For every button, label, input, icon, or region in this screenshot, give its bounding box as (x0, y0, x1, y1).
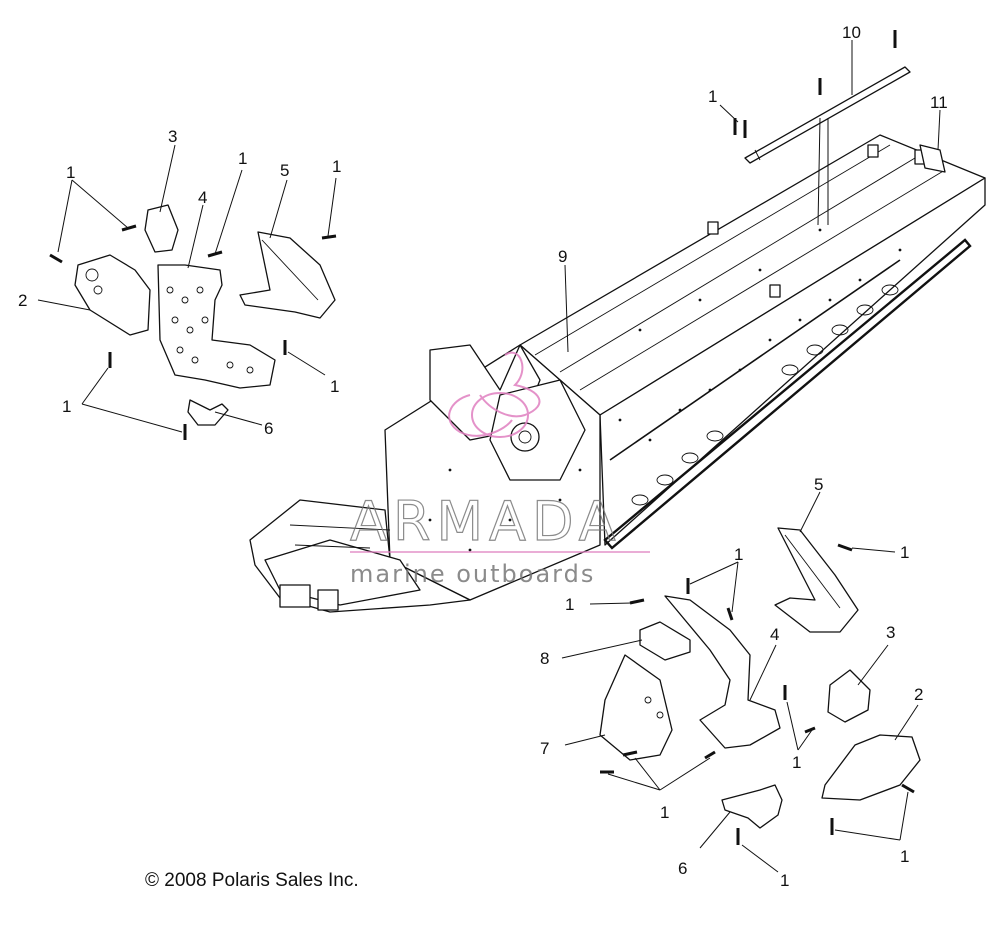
part-7 (599, 654, 673, 761)
callout-1: 1 (734, 545, 743, 564)
callout-3: 3 (886, 623, 895, 642)
callout-1: 1 (565, 595, 574, 614)
part-4-right (664, 595, 781, 749)
callout-1: 1 (660, 803, 669, 822)
callout-9: 9 (558, 247, 567, 266)
leader-lines (37, 40, 941, 873)
part-2-right (821, 734, 921, 801)
part-11-rear-bracket (919, 144, 946, 173)
callout-labels: 1 1 1 1 1 1 1 1 1 1 1 1 1 1 2 2 3 3 4 4 … (18, 23, 948, 890)
callout-1: 1 (330, 377, 339, 396)
armada-logo-icon (448, 351, 541, 438)
chassis-tunnel (249, 134, 986, 613)
callout-1: 1 (900, 543, 909, 562)
fasteners-right (600, 30, 915, 845)
callout-4: 4 (198, 188, 207, 207)
part-4-left (157, 264, 276, 389)
part-5-right (774, 527, 859, 633)
watermark-tagline: marine outboards (350, 560, 595, 588)
part-6-right (721, 784, 783, 829)
callout-1: 1 (780, 871, 789, 890)
callout-5: 5 (814, 475, 823, 494)
callout-11: 11 (930, 93, 948, 112)
rivet-pattern (428, 228, 902, 552)
callout-1: 1 (238, 149, 247, 168)
part-2-left (74, 254, 151, 336)
part-6-left (187, 399, 229, 426)
callout-2: 2 (18, 291, 27, 310)
callout-1: 1 (66, 163, 75, 182)
callout-6: 6 (264, 419, 273, 438)
callout-8: 8 (540, 649, 549, 668)
part-5-left (239, 231, 336, 319)
copyright-notice: © 2008 Polaris Sales Inc. (145, 870, 359, 891)
callout-7: 7 (540, 739, 549, 758)
callout-10: 10 (842, 23, 861, 42)
armada-watermark: ARMADA marine outboards (349, 351, 650, 588)
callout-1: 1 (62, 397, 71, 416)
part-10-rail-strip (744, 66, 911, 164)
callout-2: 2 (914, 685, 923, 704)
callout-6: 6 (678, 859, 687, 878)
callout-5: 5 (280, 161, 289, 180)
part-3-left (144, 204, 179, 253)
callout-1: 1 (708, 87, 717, 106)
callout-1: 1 (792, 753, 801, 772)
callout-3: 3 (168, 127, 177, 146)
part-8 (639, 621, 691, 661)
callout-1: 1 (332, 157, 341, 176)
callout-4: 4 (770, 625, 779, 644)
watermark-brand: ARMADA (350, 490, 622, 553)
callout-1: 1 (900, 847, 909, 866)
